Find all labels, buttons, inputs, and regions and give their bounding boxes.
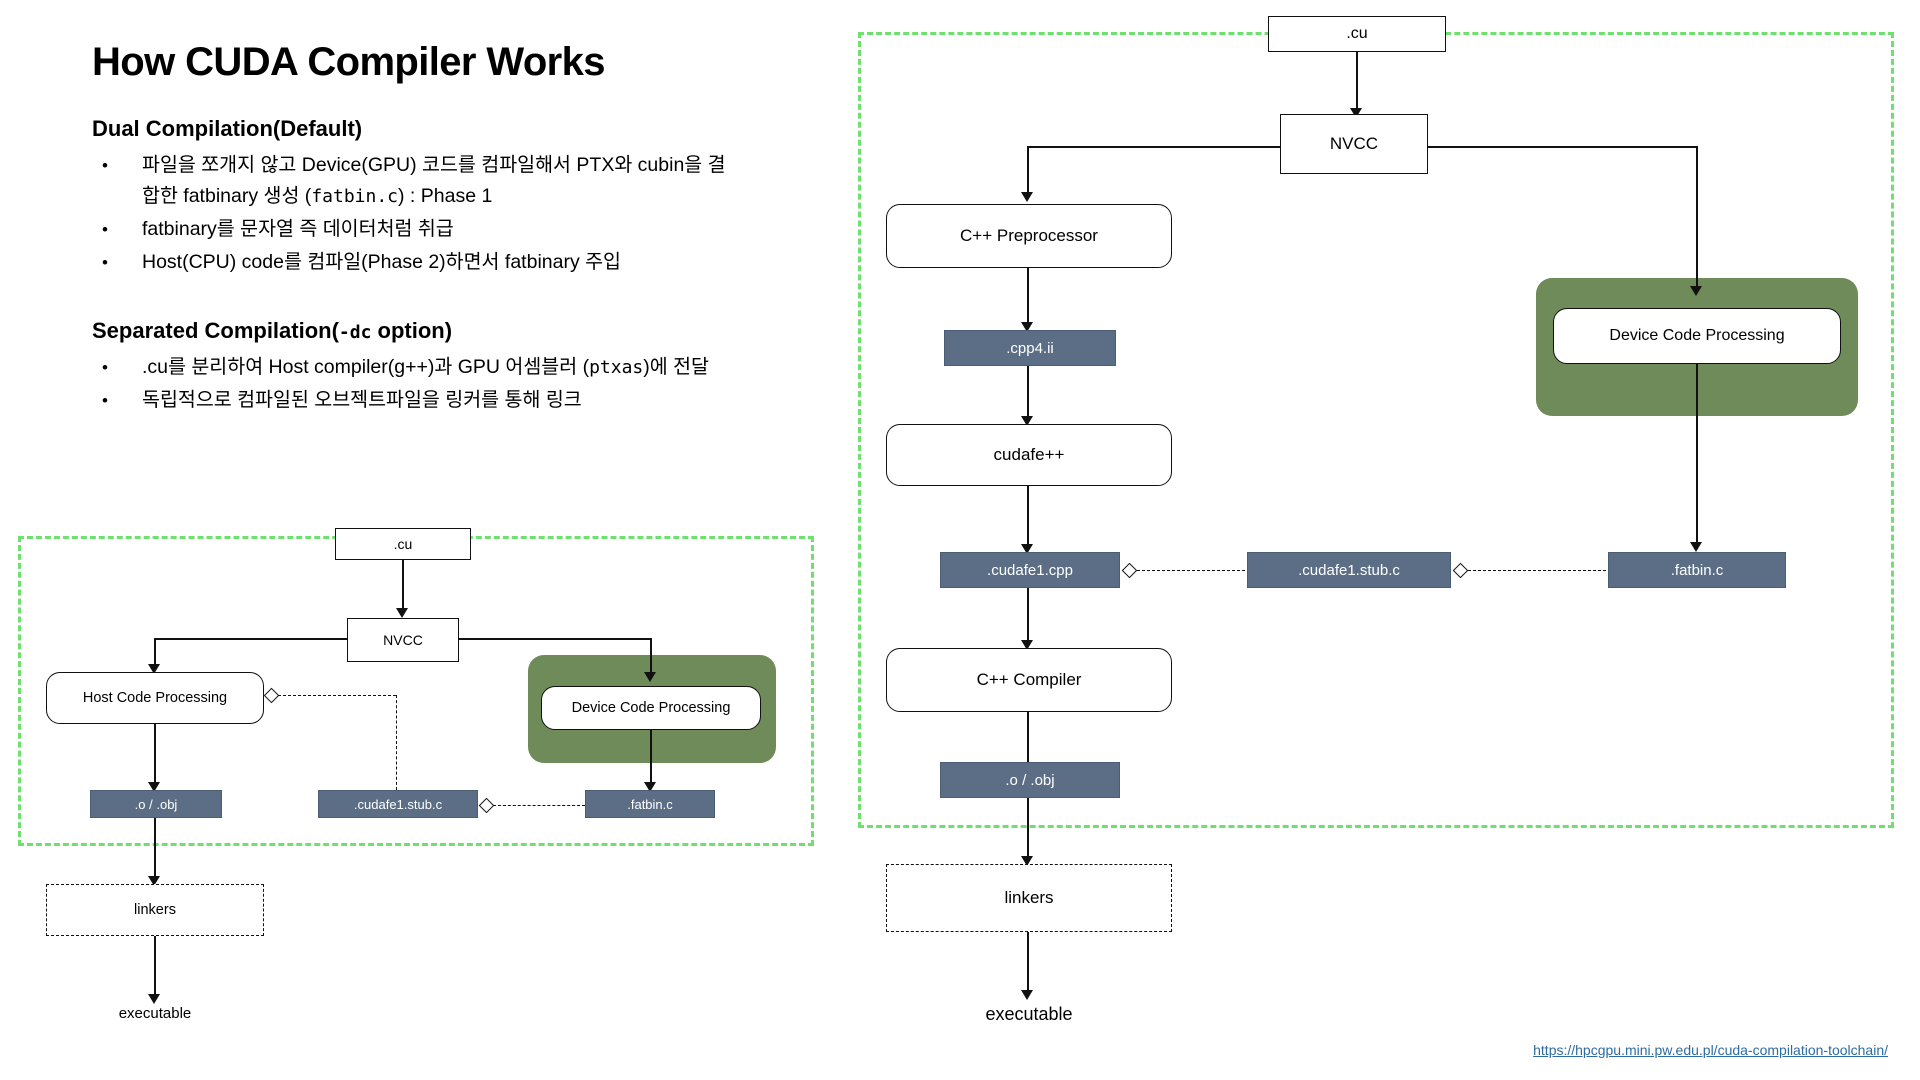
bullet-item: • 독립적으로 컴파일된 오브젝트파일을 링커를 통해 링크 [92,385,732,416]
edge-cu-to-nvcc [1356,52,1358,112]
edge-nvcc-left [1027,146,1281,148]
node-executable: executable [118,1004,192,1022]
inline-text: 독립적으로 컴파일된 오브젝트파일을 링커를 통해 링크 [142,389,582,411]
arrowhead [1021,322,1033,332]
arrowhead [1021,856,1033,866]
bullet-text: fatbinary를 문자열 즉 데이터처럼 취급 [142,214,732,245]
bullet-text: .cu를 분리하여 Host compiler(g++)과 GPU 어셈블러 (… [142,352,732,383]
bullet-item: • 파일을 쪼개지 않고 Device(GPU) 코드를 컴파일해서 PTX와 c… [92,150,732,212]
bullet-list-separated-compilation: • .cu를 분리하여 Host compiler(g++)과 GPU 어셈블러 … [92,352,732,418]
dashed-edge-stub-to-fatbin [1468,570,1606,571]
node-cudafe1-stub-c: .cudafe1.stub.c [1247,552,1451,588]
source-url-link[interactable]: https://hpcgpu.mini.pw.edu.pl/cuda-compi… [1533,1042,1888,1058]
arrowhead [148,876,160,886]
bullet-item: • Host(CPU) code를 컴파일(Phase 2)하면서 fatbina… [92,247,732,278]
arrowhead [1021,990,1033,1000]
inline-text: Host(CPU) code를 컴파일(Phase 2)하면서 fatbinar… [142,251,622,273]
node-cu: .cu [335,528,471,560]
arrowhead [1350,108,1362,118]
bullet-text: 파일을 쪼개지 않고 Device(GPU) 코드를 컴파일해서 PTX와 cu… [142,150,732,212]
bullet-marker-icon: • [102,358,108,377]
dashed-edge-stub-to-fatbin [493,805,585,806]
bullet-marker-icon: • [102,391,108,410]
arrowhead [148,994,160,1004]
inline-text: .cu를 분리하여 Host compiler(g++)과 GPU 어셈블러 ( [142,356,590,378]
edge-host-to-obj [154,724,156,786]
inline-text: )에 전달 [643,356,709,378]
arrowhead [1021,192,1033,202]
section-heading-separated-compilation: Separated Compilation(-dc option) [92,318,452,344]
node-nvcc: NVCC [1280,114,1428,174]
dashed-edge-host-to-stub [278,695,396,696]
edge-nvcc-left [154,638,348,640]
node-fatbin-c: .fatbin.c [585,790,715,818]
edge-obj-to-linkers [1027,798,1029,860]
arrowhead [644,782,656,792]
inline-code: -dc [338,322,372,343]
inline-code: fatbin.c [311,186,399,207]
edge-nvcc-left-down [1027,146,1029,196]
edge-nvcc-left-down [154,638,156,668]
inline-text: ) : Phase 1 [398,185,493,207]
bullet-item: • fatbinary를 문자열 즉 데이터처럼 취급 [92,214,732,245]
arrowhead [1021,640,1033,650]
edge-nvcc-right-down [1696,146,1698,290]
edge-nvcc-right-down [650,638,652,676]
node-linkers: linkers [46,884,264,936]
node-device-code-processing: Device Code Processing [1553,308,1841,364]
node-cpp-compiler: C++ Compiler [886,648,1172,712]
arrowhead [148,664,160,674]
arrowhead [396,608,408,618]
node-cudafe-plusplus: cudafe++ [886,424,1172,486]
node-obj: .o / .obj [940,762,1120,798]
inline-text: 파일을 쪼개지 않고 Device(GPU) 코드를 컴파일해서 PTX와 cu… [142,154,726,207]
edge-nvcc-right [1427,146,1697,148]
bullet-text: Host(CPU) code를 컴파일(Phase 2)하면서 fatbinar… [142,247,732,278]
inline-code: ptxas [589,357,644,378]
edge-linkers-to-executable [154,936,156,998]
arrowhead [1021,416,1033,426]
arrowhead [1021,544,1033,554]
bullet-marker-icon: • [102,253,108,272]
page-title: How CUDA Compiler Works [92,40,606,84]
edge-device-to-fatbin [1696,364,1698,546]
dashed-edge-cudafe1cpp-to-stub [1137,570,1245,571]
inline-text: Separated Compilation( [92,318,339,343]
edge-cu-to-nvcc [402,560,404,612]
node-executable: executable [985,1003,1073,1024]
bullet-marker-icon: • [102,156,108,175]
node-cpp-preprocessor: C++ Preprocessor [886,204,1172,268]
edge-cpp4ii-to-cudafepp [1027,366,1029,420]
node-linkers: linkers [886,864,1172,932]
node-cudafe1-stub-c: .cudafe1.stub.c [318,790,478,818]
arrowhead [644,672,656,682]
edge-device-to-fatbin [650,730,652,786]
edge-cudafe1cpp-to-compiler [1027,588,1029,644]
inline-text: option) [371,318,453,343]
edge-cudafepp-to-cudafe1cpp [1027,486,1029,548]
edge-obj-to-linkers [154,818,156,880]
bullet-marker-icon: • [102,220,108,239]
node-host-code-processing: Host Code Processing [46,672,264,724]
arrowhead [1690,286,1702,296]
node-obj: .o / .obj [90,790,222,818]
node-cu: .cu [1268,16,1446,52]
edge-preproc-to-cpp4ii [1027,268,1029,326]
inline-text: fatbinary를 문자열 즉 데이터처럼 취급 [142,218,454,240]
node-fatbin-c: .fatbin.c [1608,552,1786,588]
arrowhead [1690,542,1702,552]
edge-nvcc-right [458,638,651,640]
node-cudafe1-cpp: .cudafe1.cpp [940,552,1120,588]
edge-compiler-to-obj [1027,712,1029,768]
bullet-list-dual-compilation: • 파일을 쪼개지 않고 Device(GPU) 코드를 컴파일해서 PTX와 c… [92,150,732,280]
node-nvcc: NVCC [347,618,459,662]
node-cpp4-ii: .cpp4.ii [944,330,1116,366]
node-device-code-processing: Device Code Processing [541,686,761,730]
bullet-item: • .cu를 분리하여 Host compiler(g++)과 GPU 어셈블러 … [92,352,732,383]
arrowhead [148,782,160,792]
bullet-text: 독립적으로 컴파일된 오브젝트파일을 링커를 통해 링크 [142,385,732,416]
edge-linkers-to-executable [1027,932,1029,994]
dashed-edge-host-to-stub-down [396,695,397,790]
section-heading-dual-compilation: Dual Compilation(Default) [92,116,363,141]
